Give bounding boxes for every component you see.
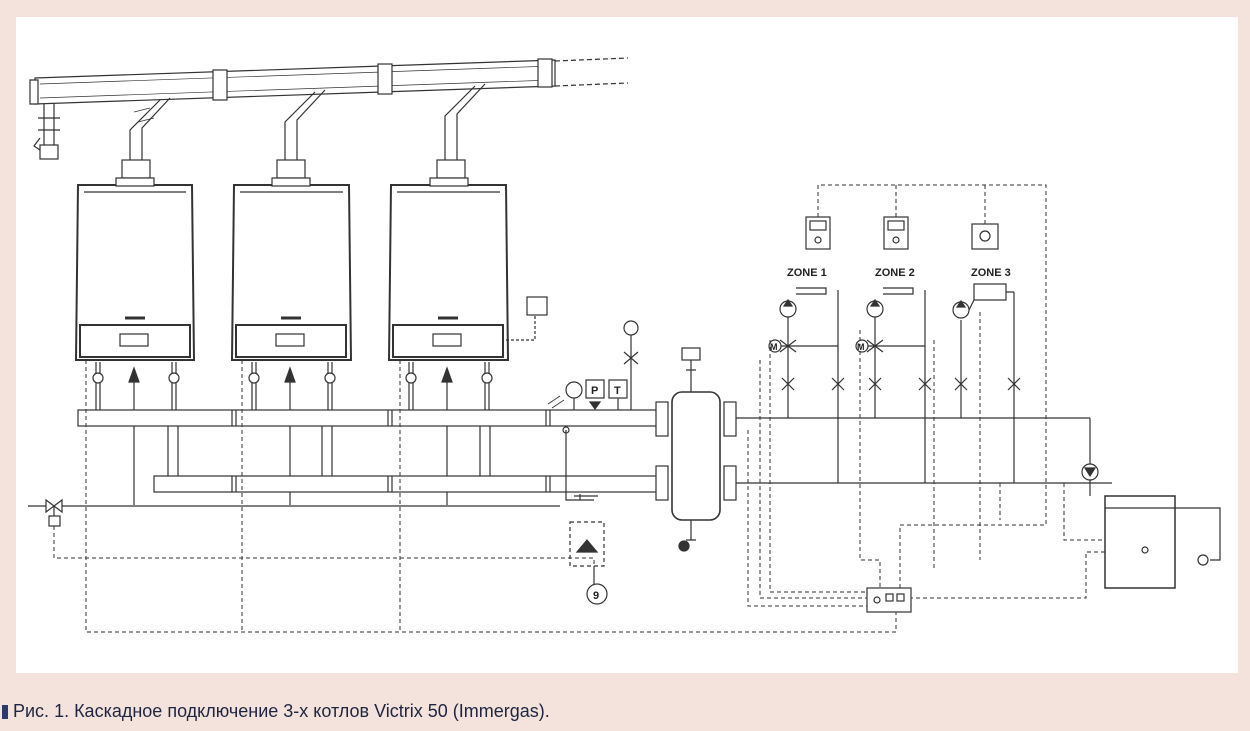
temperature-label: T (614, 385, 621, 397)
gas-line (28, 498, 560, 527)
boiler-1 (74, 177, 196, 361)
callout-9-label: 9 (593, 590, 599, 602)
boiler-2 (230, 177, 353, 361)
boiler-valves (92, 362, 493, 505)
zone-3-label: ZONE 3 (971, 267, 1011, 279)
zone-2-label: ZONE 2 (875, 267, 915, 279)
diagram-panel (16, 17, 1238, 673)
pump-unit-9 (569, 521, 608, 605)
flue-pipe (29, 57, 629, 160)
control-wiring (53, 184, 1105, 633)
caption-marker (2, 705, 8, 719)
flow-header (77, 409, 659, 427)
pressure-label: P (591, 385, 598, 397)
boiler-3 (387, 177, 548, 361)
flue-connections (121, 83, 486, 179)
svg-text:M: M (770, 342, 778, 352)
zone-1-label: ZONE 1 (787, 267, 827, 279)
header-instruments (547, 320, 639, 501)
dhw-tank (1081, 418, 1221, 589)
control-unit (866, 587, 912, 613)
svg-text:M: M (857, 342, 865, 352)
cascade-diagram: ZONE 1 ZONE 2 ZONE 3 P T 9 M M (28, 57, 1221, 633)
caption-bar (0, 687, 1250, 731)
figure-caption: Рис. 1. Каскадное подключение 3-х котлов… (13, 701, 550, 721)
zone-controllers (805, 216, 999, 250)
return-header (153, 426, 659, 493)
hydraulic-separator (655, 347, 1112, 552)
motor-valve-marks: M M (770, 342, 865, 352)
zone-circuits (768, 283, 1021, 483)
